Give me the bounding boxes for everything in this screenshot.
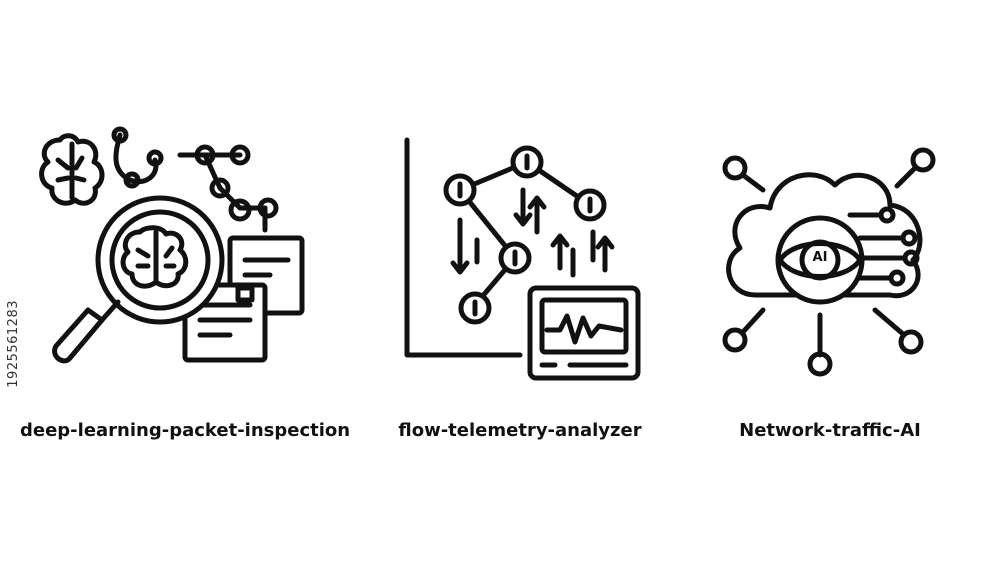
brain-magnifier-icon	[20, 120, 350, 410]
magnifier-icon	[55, 198, 222, 361]
neural-node-icon	[114, 129, 161, 186]
ai-badge-text: AI	[812, 250, 828, 265]
network-graph-icon	[446, 148, 604, 322]
cloud-ai-eye-icon	[665, 120, 965, 410]
brain-icon	[42, 136, 102, 203]
network-graph-icon	[180, 147, 276, 230]
stock-id-text: 1925561283	[6, 300, 21, 388]
network-spokes-icon	[725, 150, 933, 374]
icon-card-network-traffic-ai: AI Network-traffic-AI	[665, 120, 995, 470]
ai-eye-icon	[778, 218, 862, 302]
icon-label: Network-traffic-AI	[739, 420, 921, 441]
flow-graph-monitor-icon	[355, 120, 655, 410]
icon-card-deep-learning-packet-inspection: deep-learning-packet-inspection	[20, 120, 350, 470]
icon-label: deep-learning-packet-inspection	[20, 420, 351, 441]
icon-card-flow-telemetry-analyzer: flow-telemetry-analyzer	[355, 120, 685, 470]
circuit-lines-icon	[850, 209, 917, 284]
icon-label: flow-telemetry-analyzer	[398, 420, 642, 441]
chart-axis-icon	[407, 140, 520, 355]
flow-arrows-icon	[453, 190, 612, 275]
monitor-icon	[530, 288, 638, 378]
